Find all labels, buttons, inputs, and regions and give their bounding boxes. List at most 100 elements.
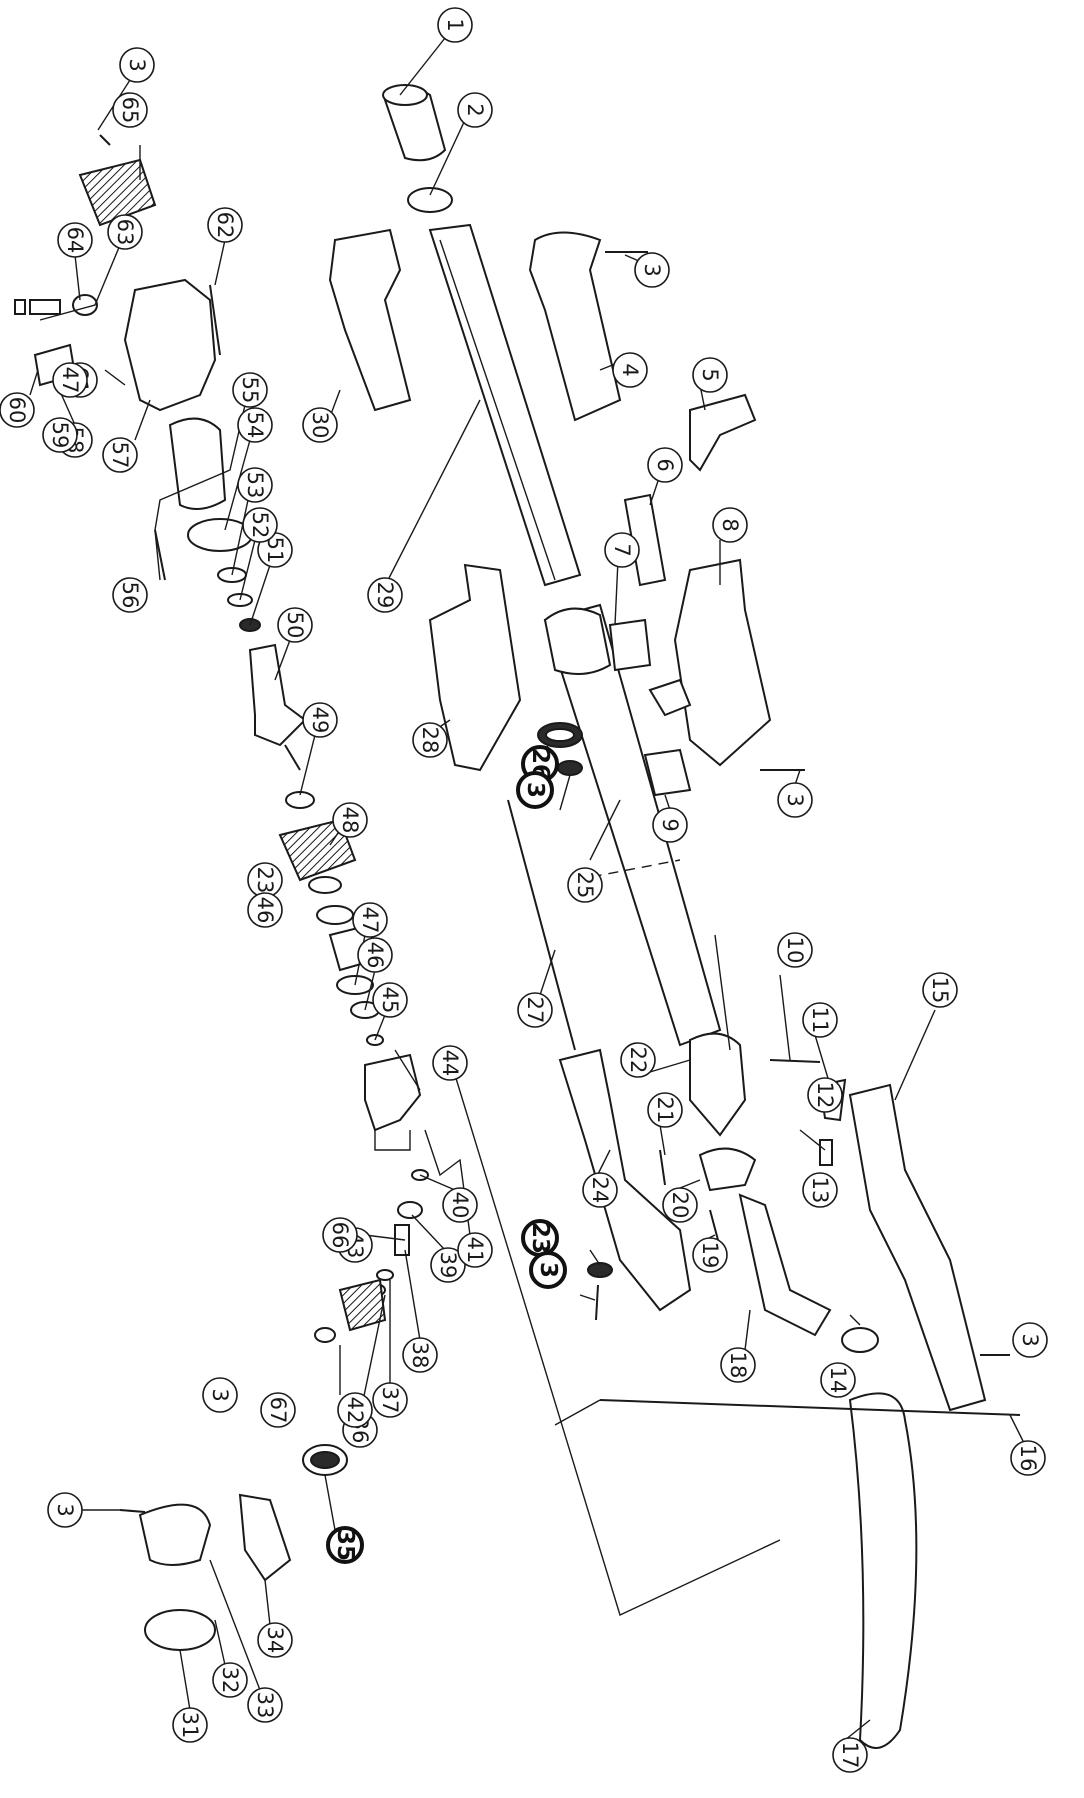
callout-circle	[247, 1687, 283, 1723]
callout-circle	[247, 892, 283, 928]
callout-circle	[692, 357, 728, 393]
callout-57-56: 57	[102, 437, 138, 473]
callout-number: 23	[253, 867, 277, 894]
callout-circle	[0, 392, 35, 428]
callout-16-15: 16	[1010, 1440, 1046, 1476]
callout-number: 21	[653, 1097, 677, 1124]
callout-circle	[237, 467, 273, 503]
callout-circle	[237, 407, 273, 443]
part-31-ring	[144, 1609, 216, 1651]
callout-number: 23	[527, 1222, 553, 1254]
callout-62-61: 62	[207, 207, 243, 243]
callout-10-9: 10	[777, 932, 813, 968]
callout-19-18: 19	[692, 1237, 728, 1273]
callout-8-7: 8	[712, 507, 748, 543]
callout-number: 25	[573, 872, 597, 899]
callout-number: 66	[328, 1222, 352, 1249]
callout-number: 60	[5, 397, 29, 424]
callout-number: 18	[726, 1352, 750, 1379]
callout-circle	[232, 372, 268, 408]
callout-number: 38	[408, 1342, 432, 1369]
callout-number: 30	[308, 412, 332, 439]
callout-number: 41	[463, 1237, 487, 1264]
callout-60-59: 60	[0, 392, 35, 428]
callout-38-37: 38	[402, 1337, 438, 1373]
callout-22-21: 22	[620, 1042, 656, 1078]
callout-9-8: 9	[652, 807, 688, 843]
callout-44-43: 44	[432, 1045, 468, 1081]
callout-47-76: 47	[52, 362, 88, 398]
callout-35-34: 35	[326, 1526, 364, 1564]
callout-4-3: 4	[612, 352, 648, 388]
callout-63-62: 63	[107, 214, 143, 250]
callout-47-46: 47	[352, 902, 388, 938]
callout-17-16: 17	[832, 1737, 868, 1773]
callout-number: 35	[332, 1529, 358, 1561]
part-57-sleeve	[168, 417, 227, 510]
part-28-housing	[428, 563, 522, 772]
callout-33-32: 33	[247, 1687, 283, 1723]
callout-65-64: 65	[112, 92, 148, 128]
callout-11-10: 11	[802, 1002, 838, 1038]
callout-circle	[777, 782, 813, 818]
callout-number: 8	[718, 518, 742, 531]
callout-3-73: 3	[202, 1377, 238, 1413]
callout-circle	[662, 1187, 698, 1223]
callout-3-70: 3	[47, 1492, 83, 1528]
callout-circle	[332, 802, 368, 838]
part-20-clamp	[698, 1147, 757, 1192]
part-66-hub	[338, 1278, 387, 1332]
callout-number: 6	[653, 458, 677, 471]
callout-number: 3	[640, 263, 664, 276]
callout-circle	[337, 1392, 373, 1428]
callout-circle	[207, 207, 243, 243]
callout-20-19: 20	[662, 1187, 698, 1223]
callout-number: 46	[253, 897, 277, 924]
part-23-seal	[557, 760, 583, 776]
callout-circle	[582, 1172, 618, 1208]
part-24-handle	[558, 1048, 692, 1312]
callout-circle	[652, 807, 688, 843]
callout-number: 40	[448, 1192, 472, 1219]
callout-number: 11	[808, 1007, 832, 1034]
callout-46-45: 46	[357, 937, 393, 973]
part-30-handle	[328, 228, 412, 412]
callout-number: 13	[808, 1177, 832, 1204]
tube-collar	[543, 607, 612, 675]
callout-number: 3	[208, 1388, 232, 1401]
callout-7-6: 7	[604, 532, 640, 568]
part-58-motor-housing	[123, 278, 217, 412]
callout-number: 63	[113, 219, 137, 246]
callout-circle	[326, 1526, 364, 1564]
callout-number: 56	[118, 582, 142, 609]
callout-18-17: 18	[720, 1347, 756, 1383]
callout-37-36: 37	[372, 1382, 408, 1418]
callout-circle	[107, 214, 143, 250]
callout-circle	[612, 352, 648, 388]
callout-circle	[260, 1392, 296, 1428]
part-5-connector	[689, 393, 757, 472]
callout-circle	[172, 1707, 208, 1743]
callout-circle	[457, 92, 493, 128]
callout-circle	[720, 1347, 756, 1383]
callout-number: 3	[125, 58, 149, 71]
callout-number: 15	[928, 977, 952, 1004]
callout-66-65: 66	[322, 1217, 358, 1253]
callout-circle	[277, 607, 313, 643]
part-65-cover	[78, 158, 157, 227]
callout-number: 3	[783, 793, 807, 806]
callout-circle	[604, 532, 640, 568]
callout-circle	[517, 992, 553, 1028]
callout-34-33: 34	[257, 1622, 293, 1658]
parts-layer	[14, 84, 1021, 1749]
callout-circle	[372, 982, 408, 1018]
callout-number: 49	[308, 707, 332, 734]
callout-46-75: 46	[247, 892, 283, 928]
callout-24-23: 24	[582, 1172, 618, 1208]
callout-number: 34	[263, 1627, 287, 1654]
callout-circle	[372, 1382, 408, 1418]
callout-40-39: 40	[442, 1187, 478, 1223]
callout-number: 33	[253, 1692, 277, 1719]
callout-42-41: 42	[337, 1392, 373, 1428]
